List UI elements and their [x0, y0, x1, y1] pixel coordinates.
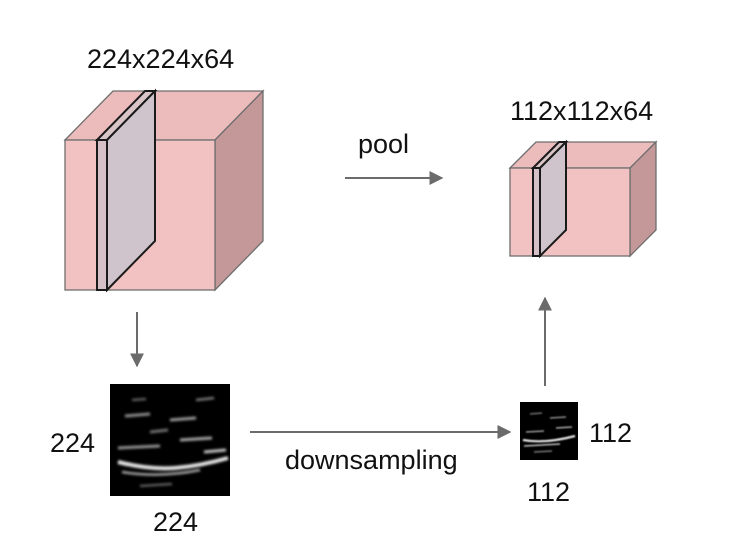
activation-224-width-label: 224 — [153, 507, 199, 537]
input-volume-dims-label: 224x224x64 — [87, 44, 235, 74]
depth-slice — [94, 88, 158, 293]
pooled-volume-cube — [508, 139, 658, 259]
activation-map-112 — [520, 402, 578, 460]
activation-224-height-label: 224 — [50, 428, 96, 458]
input-volume-cube — [63, 88, 265, 293]
depth-slice — [530, 139, 569, 259]
pooled-volume-dims-label: 112x112x64 — [510, 96, 654, 126]
pool-label: pool — [358, 129, 410, 159]
activation-map-224 — [110, 384, 230, 496]
activation-112-height-label: 112 — [589, 418, 633, 448]
cube-front-face — [509, 167, 631, 257]
activation-112-width-label: 112 — [527, 477, 571, 507]
downsampling-label: downsampling — [285, 445, 458, 475]
